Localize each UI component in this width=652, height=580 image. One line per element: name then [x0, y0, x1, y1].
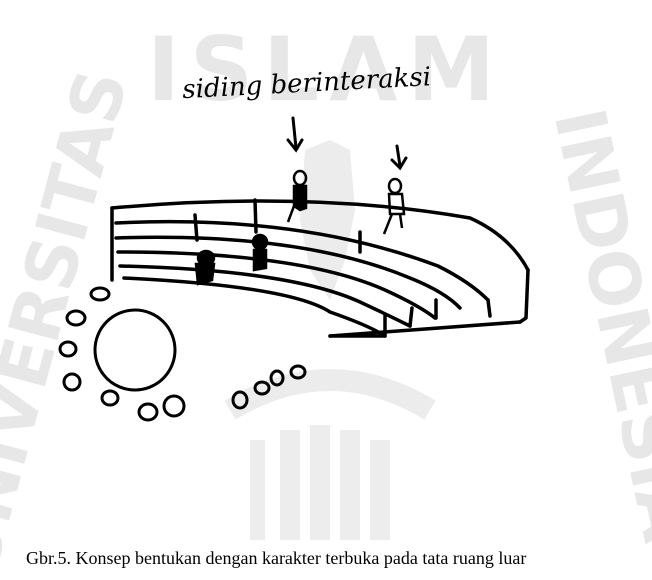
watermark-book-shape: [250, 425, 390, 540]
stool-icon: [91, 288, 109, 300]
watermark-left: UNIVERSITAS: [0, 62, 144, 580]
stool-icon: [102, 391, 118, 405]
person-icon: [253, 235, 267, 249]
person-icon: [389, 179, 401, 193]
watermark-right: INDONESIA: [538, 102, 652, 549]
figure-caption: Gbr.5. Konsep bentukan dengan karakter t…: [26, 548, 636, 569]
arrow-down-icon-right: [397, 146, 400, 166]
plaza-circle: [95, 310, 175, 390]
stool-icon: [164, 396, 184, 416]
arrow-down-icon-left: [293, 118, 296, 148]
stool-icon: [139, 404, 157, 420]
stool-icon: [64, 374, 80, 390]
